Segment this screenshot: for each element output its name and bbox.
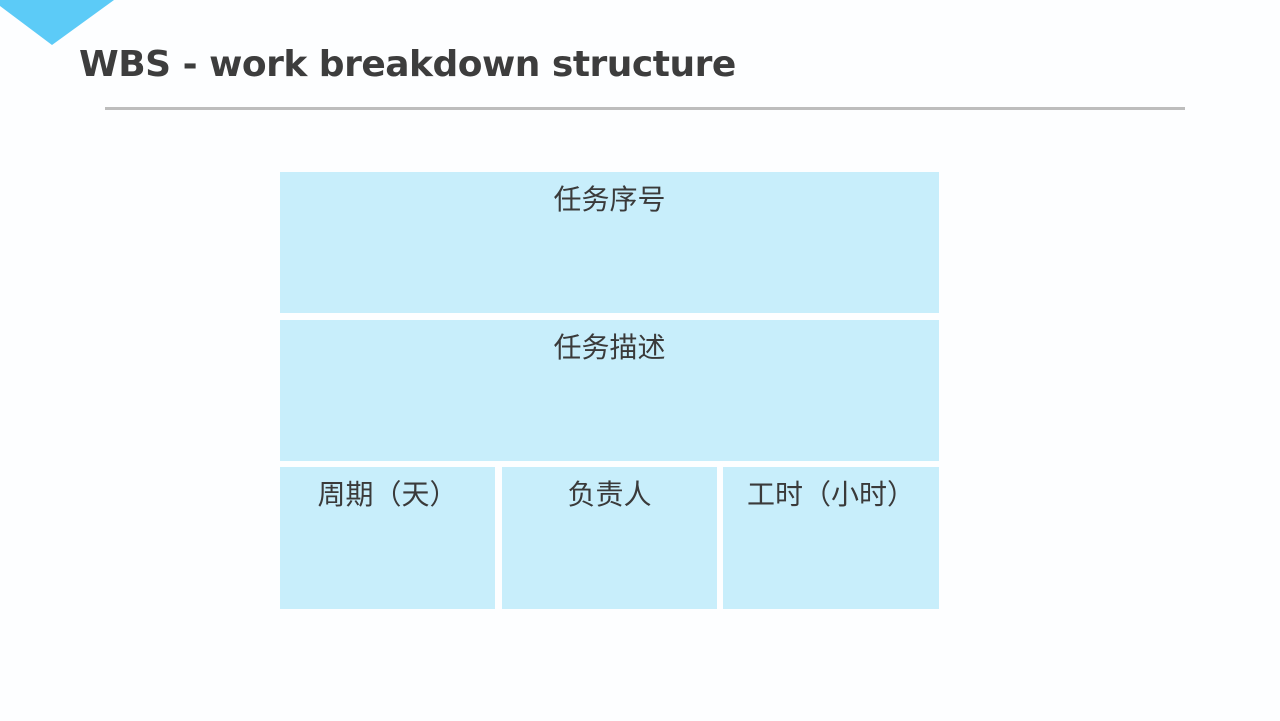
box-owner: 负责人 [502,467,717,609]
corner-accent-triangle [0,0,114,45]
box-hours: 工时（小时） [723,467,939,609]
box-task-id: 任务序号 [280,172,939,313]
box-task-description: 任务描述 [280,320,939,461]
slide-title: WBS - work breakdown structure [79,44,736,85]
title-divider [105,107,1185,110]
box-duration: 周期（天） [280,467,495,609]
